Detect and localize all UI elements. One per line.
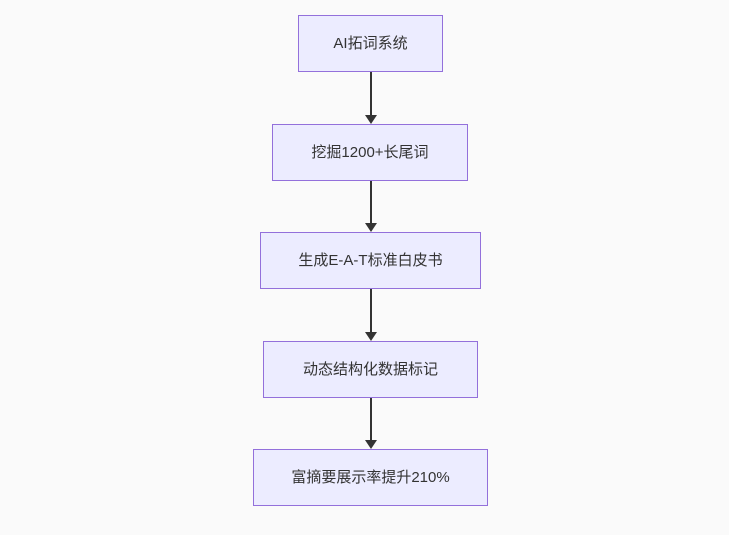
flow-arrow-2 xyxy=(364,181,377,232)
flow-node-eat-whitepaper: 生成E-A-T标准白皮书 xyxy=(260,232,481,289)
arrowhead-down-icon xyxy=(364,115,377,124)
flow-arrow-4 xyxy=(364,398,377,449)
flow-node-structured-data-markup: 动态结构化数据标记 xyxy=(263,341,478,398)
arrowhead-down-icon xyxy=(364,223,377,232)
flow-node-rich-snippet-rate: 富摘要展示率提升210% xyxy=(253,449,488,506)
flow-arrow-1 xyxy=(364,72,377,124)
arrow-line xyxy=(369,289,372,332)
arrow-line xyxy=(369,181,372,223)
flow-node-ai-keyword-system: AI拓词系统 xyxy=(298,15,443,72)
arrowhead-down-icon xyxy=(364,440,377,449)
arrowhead-down-icon xyxy=(364,332,377,341)
arrow-line xyxy=(369,398,372,440)
arrow-line xyxy=(369,72,372,115)
flow-arrow-3 xyxy=(364,289,377,341)
flow-node-longtail-keywords: 挖掘1200+长尾词 xyxy=(272,124,468,181)
